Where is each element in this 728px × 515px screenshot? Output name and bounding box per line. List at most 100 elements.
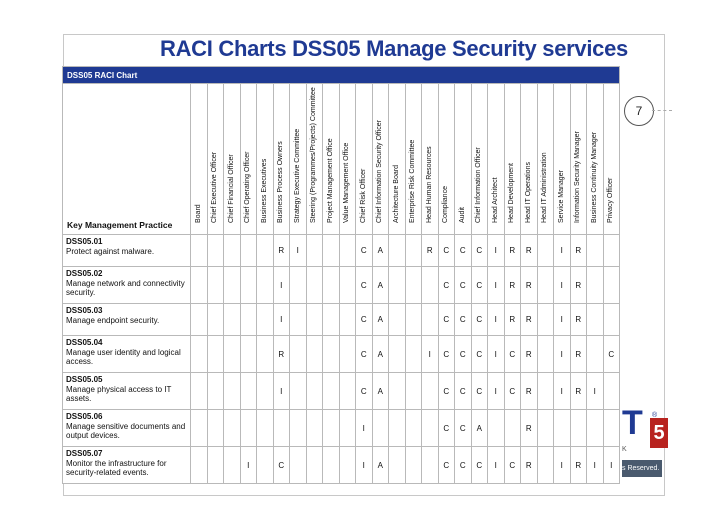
role-label: Business Process Owners — [277, 141, 285, 223]
role-header: Compliance — [437, 83, 455, 235]
role-header: Head IT Operations — [520, 83, 538, 235]
raci-cell — [388, 266, 406, 304]
raci-cell — [602, 372, 620, 410]
practice-name: Manage network and connectivity security… — [66, 278, 185, 298]
role-header: Enterprise Risk Committee — [404, 83, 422, 235]
raci-cell: C — [470, 234, 488, 267]
role-header: Strategy Executive Committee — [289, 83, 307, 235]
raci-cell — [388, 234, 406, 267]
role-header: Chief Executive Officer — [206, 83, 224, 235]
raci-cell: C — [503, 372, 521, 410]
raci-cell: A — [371, 234, 389, 267]
page-number-leader — [652, 110, 672, 111]
raci-cell — [536, 266, 554, 304]
raci-cell — [190, 303, 208, 336]
raci-cell: R — [520, 303, 538, 336]
raci-cell: I — [487, 335, 505, 373]
raci-cell: R — [272, 335, 290, 373]
raci-cell — [322, 303, 340, 336]
raci-cell — [190, 446, 208, 484]
raci-cell — [256, 266, 274, 304]
role-label: Chief Information Officer — [475, 147, 483, 223]
raci-cell: I — [586, 372, 604, 410]
raci-cell — [239, 266, 257, 304]
raci-cell — [206, 409, 224, 447]
raci-cell: R — [520, 234, 538, 267]
raci-cell — [305, 303, 323, 336]
raci-cell: I — [239, 446, 257, 484]
raci-cell: R — [503, 303, 521, 336]
raci-cell — [223, 409, 241, 447]
raci-cell — [338, 446, 356, 484]
raci-cell — [421, 303, 439, 336]
raci-cell — [338, 266, 356, 304]
raci-cell — [239, 409, 257, 447]
raci-cell — [322, 234, 340, 267]
raci-cell — [305, 266, 323, 304]
practice-name: Protect against malware. — [66, 246, 155, 256]
raci-cell — [190, 372, 208, 410]
role-header: Project Management Office — [322, 83, 340, 235]
raci-cell — [206, 335, 224, 373]
raci-cell — [602, 303, 620, 336]
role-header: Chief Financial Officer — [223, 83, 241, 235]
raci-cell — [404, 303, 422, 336]
raci-cell — [289, 446, 307, 484]
raci-cell: R — [569, 303, 587, 336]
raci-cell — [322, 266, 340, 304]
role-label: Architecture Board — [392, 165, 400, 223]
raci-cell — [223, 446, 241, 484]
raci-cell — [322, 335, 340, 373]
raci-cell: I — [421, 335, 439, 373]
raci-cell — [404, 234, 422, 267]
raci-cell — [586, 409, 604, 447]
raci-cell: C — [355, 335, 373, 373]
practice-name: Manage endpoint security. — [66, 315, 160, 325]
raci-cell — [421, 266, 439, 304]
raci-cell — [272, 409, 290, 447]
raci-cell: A — [371, 266, 389, 304]
raci-cell — [371, 409, 389, 447]
practice-id: DSS05.05 — [66, 375, 103, 384]
raci-cell — [223, 234, 241, 267]
slide-title: RACI Charts DSS05 Manage Security servic… — [160, 36, 628, 61]
raci-cell: C — [602, 335, 620, 373]
raci-cell — [289, 372, 307, 410]
raci-cell: R — [569, 266, 587, 304]
raci-cell: I — [355, 446, 373, 484]
raci-cell: I — [289, 234, 307, 267]
raci-cell — [206, 446, 224, 484]
raci-cell: I — [487, 234, 505, 267]
role-header: Board — [190, 83, 208, 235]
raci-cell — [404, 266, 422, 304]
raci-cell — [536, 234, 554, 267]
raci-cell: C — [454, 446, 472, 484]
role-header: Head Development — [503, 83, 521, 235]
raci-cell: R — [421, 234, 439, 267]
raci-cell: I — [355, 409, 373, 447]
raci-cell — [256, 303, 274, 336]
raci-cell: C — [470, 266, 488, 304]
raci-cell: I — [272, 303, 290, 336]
raci-cell — [190, 234, 208, 267]
raci-cell: C — [503, 335, 521, 373]
raci-cell: R — [272, 234, 290, 267]
raci-cell — [503, 409, 521, 447]
role-label: Chief Information Security Officer — [376, 120, 384, 223]
raci-cell — [338, 234, 356, 267]
raci-cell — [536, 303, 554, 336]
raci-cell — [536, 335, 554, 373]
raci-cell: I — [272, 372, 290, 410]
raci-cell — [305, 234, 323, 267]
role-label: Business Executives — [260, 158, 268, 223]
role-header: Head IT Administration — [536, 83, 554, 235]
raci-cell: I — [553, 446, 571, 484]
raci-cell — [239, 303, 257, 336]
practice-name: Monitor the infrastructure for security-… — [66, 458, 167, 478]
raci-cell — [404, 372, 422, 410]
raci-chart-heading: DSS05 RACI Chart — [62, 66, 620, 84]
raci-cell: R — [520, 409, 538, 447]
